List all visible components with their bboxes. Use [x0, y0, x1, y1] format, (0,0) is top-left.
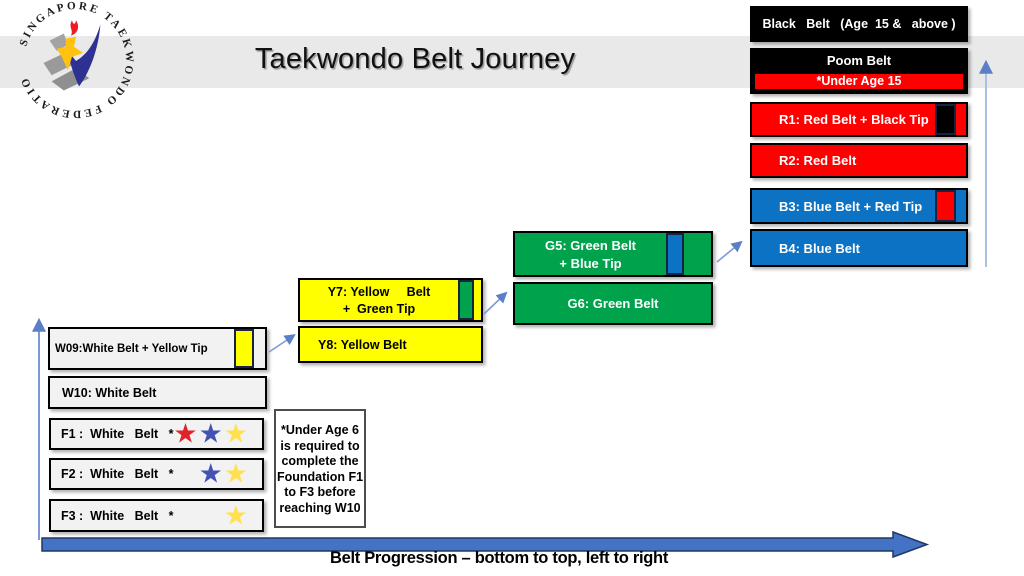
belt-b4-label: B4: Blue Belt [779, 240, 860, 256]
arrow-g5-to-b4 [716, 240, 743, 263]
belt-g5-label-line2: + Blue Tip [559, 255, 622, 271]
progression-caption: Belt Progression – bottom to top, left t… [329, 548, 669, 567]
yellow-star-icon: ★ [223, 458, 248, 489]
belt-f3-foundation: F3 : White Belt * ★ [49, 499, 264, 532]
belt-y7-label-line1: Y7: Yellow Belt [327, 284, 431, 299]
blue-star-icon: ★ [198, 418, 223, 449]
yellow-star-icon: ★ [223, 418, 248, 449]
logo-emblem [43, 20, 101, 91]
stf-logo: SINGAPORE TAEKWONDO FEDERATION [10, 0, 133, 120]
belt-black-label: Black Belt (Age 15 & above ) [762, 17, 956, 31]
red-tip-stripe [935, 190, 956, 222]
belt-r2-label: R2: Red Belt [779, 153, 857, 168]
arrow-w09-to-y8 [268, 334, 296, 353]
belt-poom-age-stripe: *Under Age 15 [755, 74, 963, 89]
under-age-6-note: *Under Age 6 is required to complete the… [274, 409, 366, 528]
blue-tip-stripe [666, 233, 684, 275]
blue-star-icon: ★ [198, 458, 223, 489]
belt-w10-label: W10: White Belt [62, 385, 157, 400]
logo-yellow-figure-icon [56, 36, 84, 71]
belt-r1-red-black-tip: R1: Red Belt + Black Tip [750, 102, 968, 137]
yellow-star-icon: ★ [223, 500, 248, 530]
red-star-icon: ★ [173, 418, 198, 449]
arrow-y7-to-g6 [483, 291, 508, 315]
belt-f2-label: F2 : White Belt * [61, 467, 174, 481]
belt-w09-label: W09:White Belt + Yellow Tip [55, 342, 208, 355]
logo-gray-spike-icon [49, 33, 68, 51]
f1-stars: ★★★ [173, 418, 248, 449]
belt-f3-label: F3 : White Belt * [61, 508, 174, 523]
belt-b3-blue-red-tip: B3: Blue Belt + Red Tip [750, 188, 968, 224]
belt-f2-foundation: F2 : White Belt * ★★ [49, 458, 264, 490]
page-title: Taekwondo Belt Journey [254, 43, 576, 75]
belt-poom: Poom Belt *Under Age 15 [750, 48, 968, 94]
belt-g6-label: G6: Green Belt [567, 296, 659, 311]
belt-y8-label: Y8: Yellow Belt [318, 337, 407, 352]
belt-y8-yellow: Y8: Yellow Belt [298, 326, 483, 363]
belt-g5-label-line1: G5: Green Belt [544, 237, 637, 253]
logo-red-flame-icon [70, 20, 79, 36]
belt-g6-green: G6: Green Belt [513, 282, 713, 325]
belt-w10-white: W10: White Belt [48, 376, 267, 409]
belt-y7-label-line2: + Green Tip [342, 301, 416, 316]
yellow-tip-stripe [234, 329, 254, 368]
green-tip-stripe [458, 280, 474, 320]
black-tip-stripe [935, 104, 956, 135]
belt-b3-label: B3: Blue Belt + Red Tip [779, 198, 923, 214]
belt-g5-green-blue-tip: G5: Green Belt + Blue Tip [513, 231, 713, 277]
belt-r2-red: R2: Red Belt [750, 143, 968, 178]
belt-f1-label: F1 : White Belt * [61, 427, 174, 441]
belt-w09-white-yellow-tip: W09:White Belt + Yellow Tip [48, 327, 267, 370]
belt-f1-foundation: F1 : White Belt * ★★★ [49, 418, 264, 450]
belt-black: Black Belt (Age 15 & above ) [750, 6, 968, 42]
f3-stars: ★ [224, 502, 248, 529]
belt-r1-label: R1: Red Belt + Black Tip [779, 112, 929, 127]
belt-b4-blue: B4: Blue Belt [750, 229, 968, 267]
logo-blue-swoosh-icon [66, 24, 101, 87]
f2-stars: ★★ [198, 458, 248, 489]
belt-y7-yellow-green-tip: Y7: Yellow Belt + Green Tip [298, 278, 483, 322]
belt-poom-label: Poom Belt [826, 53, 892, 68]
